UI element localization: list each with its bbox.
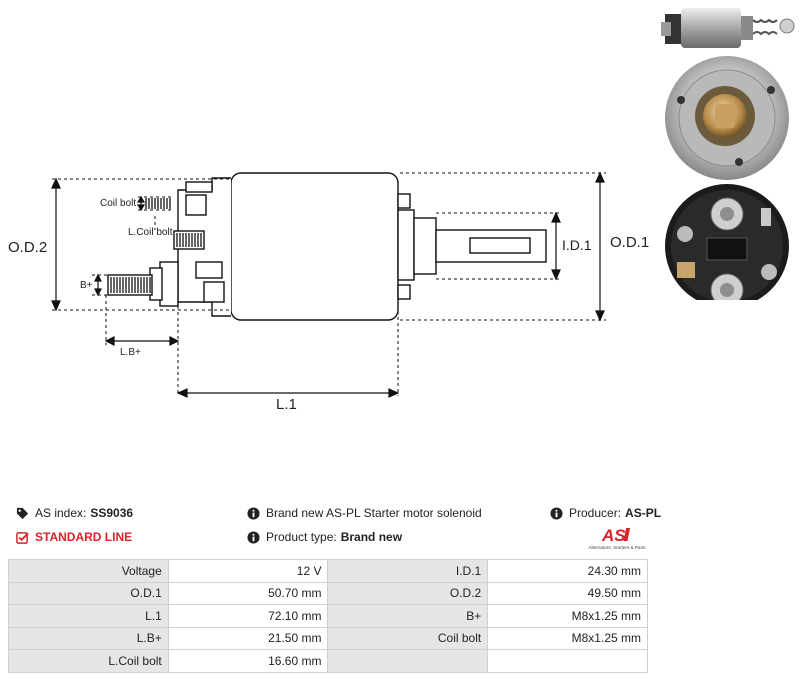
description-text: Brand new AS-PL Starter motor solenoid (266, 506, 482, 520)
info-icon (550, 506, 563, 520)
spec-label: I.D.1 (327, 559, 489, 583)
spec-label: L.Coil bolt (8, 649, 169, 673)
spec-label (327, 649, 489, 673)
spec-label: Voltage (8, 559, 169, 583)
spec-value (487, 649, 648, 673)
label-l1: L.1 (276, 396, 297, 413)
spec-value: 49.50 mm (487, 581, 648, 605)
solenoid-body (230, 172, 399, 321)
label-coil-bolt: Coil bolt (100, 198, 136, 209)
label-l-coil-bolt: L.Coil bolt (128, 227, 173, 238)
plunger-boot (413, 217, 437, 275)
tag-icon (16, 507, 29, 519)
as-pl-logo: AS Alternators, Starters & Parts (588, 526, 646, 550)
spec-value: 21.50 mm (167, 626, 329, 650)
spec-value: 24.30 mm (487, 559, 648, 583)
spec-value: M8x1.25 mm (487, 626, 648, 650)
label-id1: I.D.1 (562, 237, 592, 253)
photo-rear-view (665, 184, 789, 300)
description: Brand new AS-PL Starter motor solenoid (247, 506, 482, 520)
plunger-slot (469, 237, 531, 254)
standard-line-text: STANDARD LINE (35, 530, 133, 544)
label-bplus: B+ (80, 280, 93, 291)
front-flange (397, 209, 415, 281)
solenoid-technical-drawing: O.D.2 O.D.1 I.D.1 L.1 L.B+ B+ Coil bolt … (8, 171, 649, 413)
spec-label: B+ (327, 604, 489, 628)
info-icon (247, 530, 260, 544)
svg-text:AS: AS (601, 526, 626, 545)
label-od1: O.D.1 (610, 234, 649, 251)
spec-label: Coil bolt (327, 626, 489, 650)
producer-value: AS-PL (625, 506, 662, 520)
info-icon (247, 506, 260, 520)
as-index: AS index: SS9036 (16, 506, 133, 520)
product-type-label: Product type: (266, 530, 337, 544)
product-type: Product type: Brand new (247, 530, 402, 544)
spec-label: L.1 (8, 604, 169, 628)
spec-value: 50.70 mm (167, 581, 329, 605)
spec-value: 72.10 mm (167, 604, 329, 628)
photo-front-view (665, 56, 789, 180)
svg-text:Alternators, Starters & Parts: Alternators, Starters & Parts (588, 545, 646, 550)
spec-value: M8x1.25 mm (487, 604, 648, 628)
spec-label: O.D.2 (327, 581, 489, 605)
spec-value: 12 V (167, 559, 329, 583)
as-index-value: SS9036 (90, 506, 134, 520)
spec-label: O.D.1 (8, 581, 169, 605)
label-lb: L.B+ (120, 347, 141, 358)
label-od2: O.D.2 (8, 239, 47, 256)
product-photos (661, 8, 795, 300)
checkbox-check-icon (16, 531, 29, 544)
spec-value: 16.60 mm (167, 649, 329, 673)
standard-line: STANDARD LINE (16, 530, 132, 544)
photo-side-view (661, 8, 795, 48)
as-index-label: AS index: (35, 506, 87, 520)
producer-label: Producer: (569, 506, 622, 520)
producer: Producer: AS-PL (550, 506, 661, 520)
spec-label: L.B+ (8, 626, 169, 650)
product-type-value: Brand new (340, 530, 403, 544)
